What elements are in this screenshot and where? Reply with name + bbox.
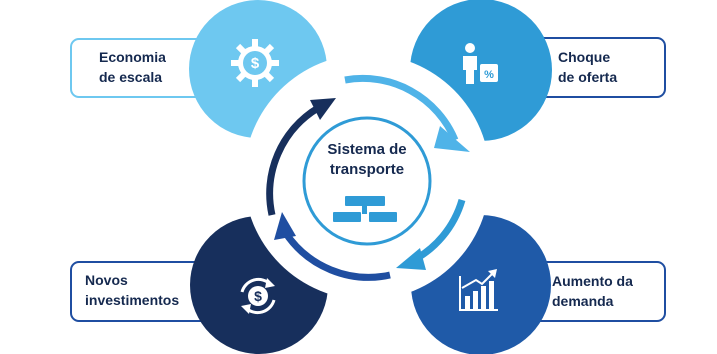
arrow-bottom-left [282,230,391,281]
node-label-choque: Choque de oferta [558,49,618,85]
node-label-aumento: Aumento da demanda [552,273,633,309]
arrow-top-right [344,74,459,142]
arrowhead-top-left [310,98,336,120]
arrow-top-left [266,105,320,216]
person-percent-icon: % [463,43,498,84]
arrowhead-bottom-left [274,212,296,240]
svg-text:$: $ [254,288,262,304]
node-label-novos: Novos investimentos [85,272,180,308]
svg-text:%: % [484,69,494,81]
arrowhead-bottom-right [396,248,426,270]
center-ring [302,116,432,246]
center-title: Sistema de transporte [327,141,407,178]
node-label-economia: Economia de escala [99,49,166,85]
svg-text:$: $ [251,55,260,72]
transport-network-icon [333,196,397,222]
bar-chart-growth-icon [459,269,498,311]
arrowhead-top-right [434,126,470,152]
gear-dollar-icon: $ [231,39,279,87]
cycle-dollar-icon: $ [240,277,276,315]
